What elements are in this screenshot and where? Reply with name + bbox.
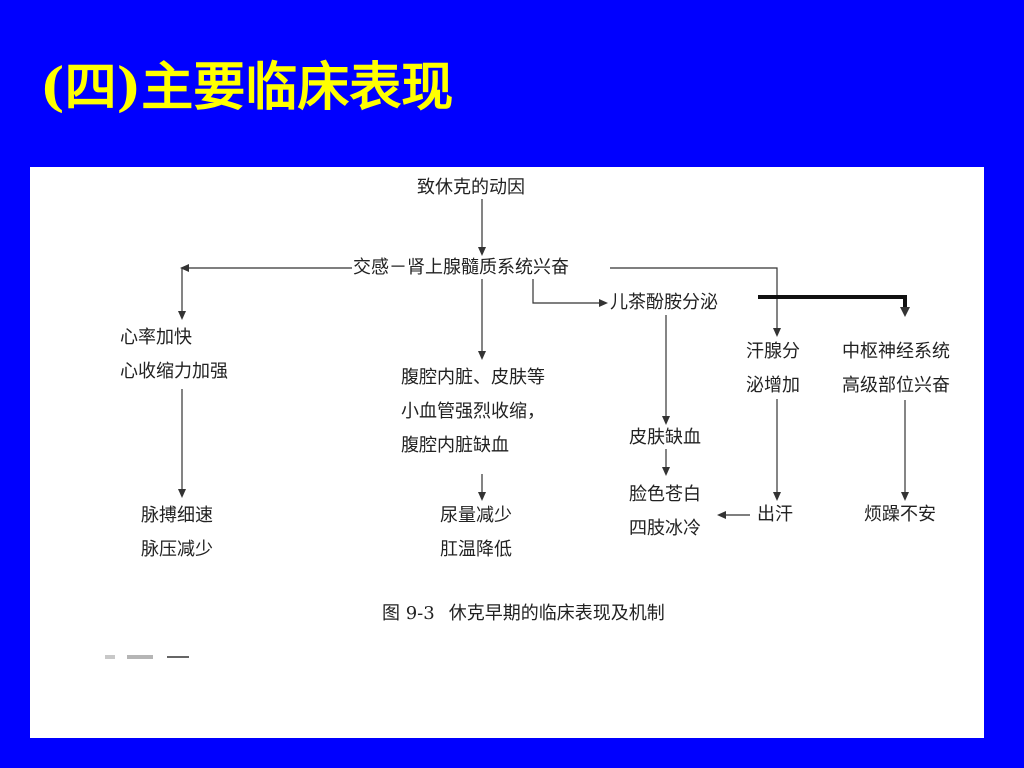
- node-cause: 致休克的动因: [417, 177, 525, 198]
- node-visceral: 腹腔内脏、皮肤等 小血管强烈收缩， 腹腔内脏缺血: [401, 361, 545, 464]
- node-restless: 烦躁不安: [864, 504, 936, 525]
- node-face: 脸色苍白 四肢冰冷: [629, 478, 701, 546]
- figure-caption: 图 9-3 休克早期的临床表现及机制: [382, 599, 665, 625]
- node-cns-line-2: 高级部位兴奋: [842, 375, 950, 397]
- node-sweating: 出汗: [757, 504, 793, 525]
- arrow-sympathetic-to-catecholamine: [532, 279, 601, 304]
- node-visceral-line-3: 腹腔内脏缺血: [401, 435, 509, 457]
- node-catecholamine: 儿茶酚胺分泌: [610, 292, 718, 313]
- scan-smudge: [105, 651, 190, 663]
- node-visceral-line-2: 小血管强烈收缩，: [401, 401, 545, 423]
- node-heart-line-2: 心收缩力加强: [120, 361, 228, 383]
- node-face-line-2: 四肢冰冷: [629, 518, 701, 540]
- node-face-line-1: 脸色苍白: [629, 484, 701, 505]
- node-sweat-gland-line-2: 泌增加: [746, 375, 800, 397]
- arrow-sympathetic-to-sweat-gland: [610, 267, 778, 330]
- node-urine-line-2: 肛温降低: [440, 539, 512, 561]
- node-heart: 心率加快 心收缩力加强: [120, 321, 228, 389]
- node-skin-ischemia: 皮肤缺血: [629, 427, 701, 448]
- node-sympathetic: 交感－肾上腺髓质系统兴奋: [353, 257, 569, 278]
- node-visceral-line-1: 腹腔内脏、皮肤等: [401, 367, 545, 388]
- mechanism-figure: 致休克的动因 交感－肾上腺髓质系统兴奋 儿茶酚胺分泌 心率加快 心收缩力加强 腹…: [30, 167, 984, 738]
- caption-number: 图 9-3: [382, 603, 435, 624]
- arrow-catecholamine-to-cns: [758, 295, 907, 309]
- caption-text: 休克早期的临床表现及机制: [448, 603, 665, 624]
- node-sweat-gland-line-1: 汗腺分: [746, 341, 800, 362]
- node-pulse-line-2: 脉压减少: [141, 539, 213, 561]
- node-cns: 中枢神经系统 高级部位兴奋: [842, 335, 950, 403]
- node-urine-line-1: 尿量减少: [440, 505, 512, 526]
- node-pulse: 脉搏细速 脉压减少: [141, 499, 213, 567]
- node-urine: 尿量减少 肛温降低: [440, 499, 512, 567]
- slide-title: (四)主要临床表现: [40, 57, 454, 118]
- node-cns-line-1: 中枢神经系统: [842, 341, 950, 362]
- node-pulse-line-1: 脉搏细速: [141, 505, 213, 526]
- node-heart-line-1: 心率加快: [120, 327, 192, 348]
- flow-connectors: [178, 199, 910, 519]
- node-sweat-gland: 汗腺分 泌增加: [746, 335, 800, 403]
- arrow-sympathetic-to-heart: [181, 267, 352, 313]
